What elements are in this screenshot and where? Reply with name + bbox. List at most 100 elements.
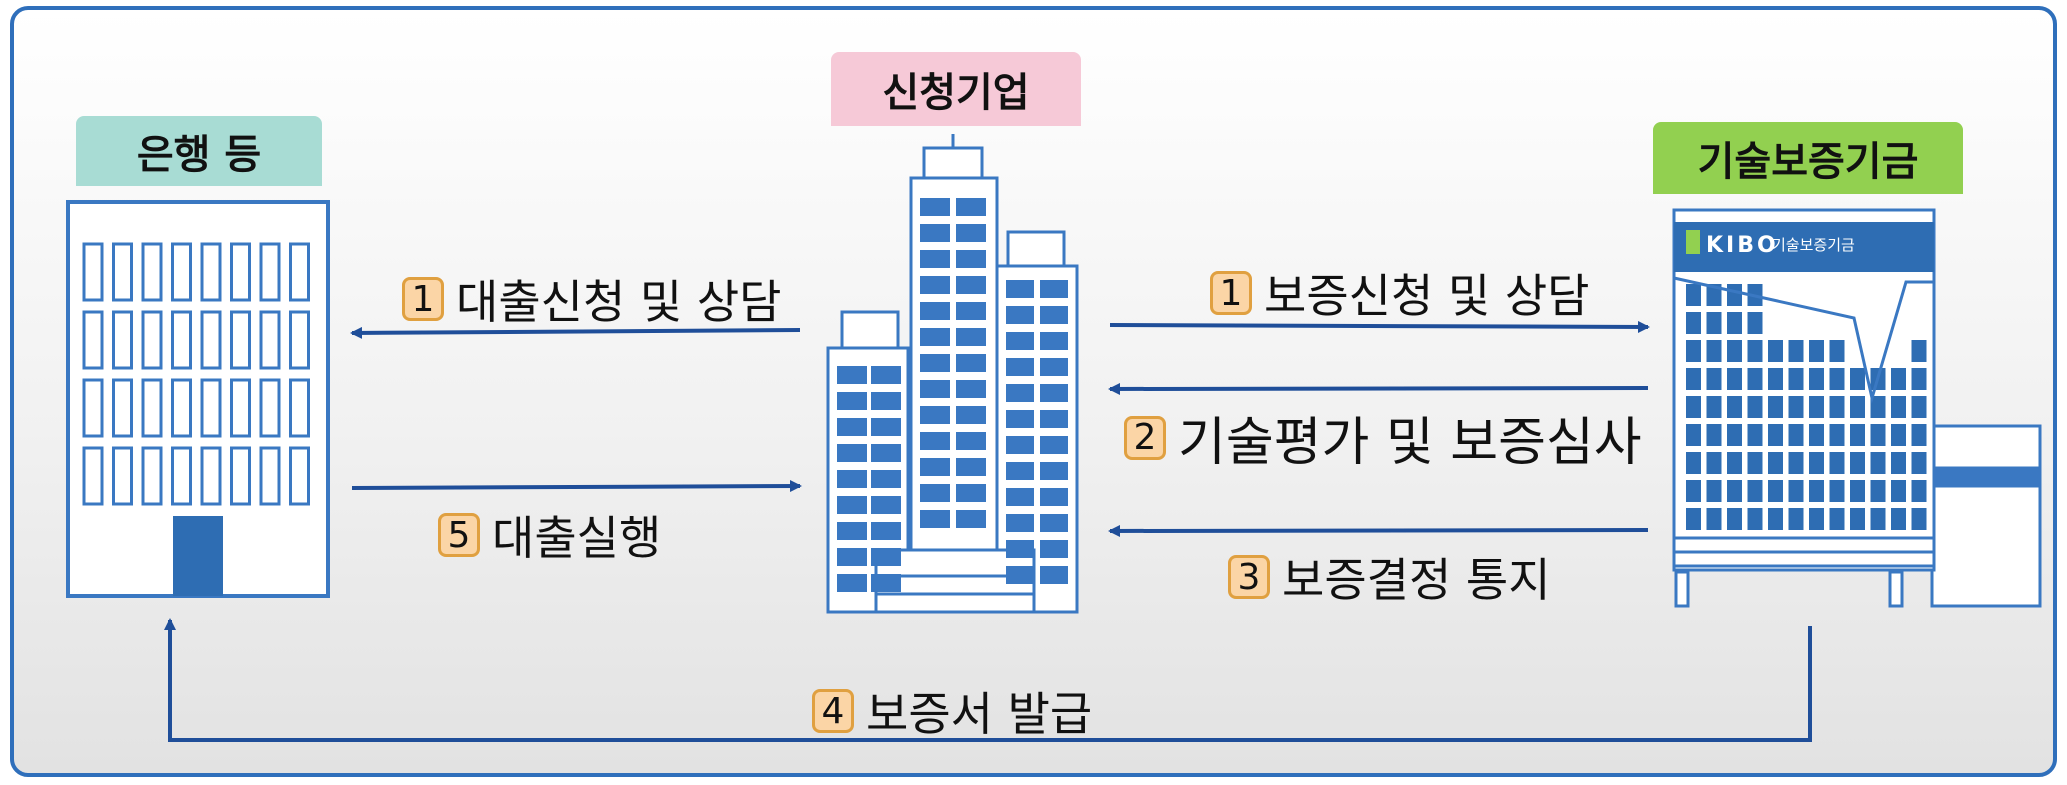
kibo-window [1891, 452, 1906, 474]
company-window [1006, 436, 1034, 454]
step-label-guarantee-application: 1 보증신청 및 상담 [1210, 260, 1589, 326]
company-window [871, 444, 901, 462]
kibo-window [1706, 452, 1722, 474]
step-label-tech-evaluation: 2 기술평가 및 보증심사 [1124, 400, 1642, 475]
kibo-window [1809, 508, 1824, 530]
bank-window [259, 310, 281, 370]
kibo-window [1686, 396, 1701, 418]
bank-window [230, 378, 251, 438]
company-window [1006, 332, 1034, 350]
step-number-box: 5 [438, 513, 480, 557]
kibo-window [1727, 312, 1742, 334]
company-window [1040, 566, 1068, 584]
bank-window [112, 378, 133, 438]
company-window [1006, 462, 1034, 480]
bank-window [141, 310, 163, 370]
kibo-window [1829, 480, 1845, 502]
kibo-window [1747, 312, 1763, 334]
company-window [1006, 384, 1034, 402]
step-label-guarantee-issuance: 4 보증서 발급 [812, 678, 1092, 744]
kibo-window [1747, 424, 1763, 446]
bank-window [259, 242, 281, 302]
bank-window [171, 446, 192, 506]
company-window [956, 328, 986, 346]
kibo-window [1911, 508, 1927, 530]
step-text: 보증서 발급 [866, 687, 1093, 741]
company-window [837, 470, 867, 488]
kibo-window [1891, 396, 1906, 418]
kibo-window [1768, 368, 1783, 390]
company-window [837, 444, 867, 462]
kibo-window [1809, 396, 1824, 418]
bank-window [289, 310, 310, 370]
kibo-window [1788, 368, 1804, 390]
kibo-window [1706, 284, 1722, 306]
kibo-window [1727, 368, 1742, 390]
company-window [920, 198, 950, 216]
bank-window [200, 446, 222, 506]
kibo-window [1911, 480, 1927, 502]
company-window [920, 432, 950, 450]
kibo-window [1911, 340, 1927, 362]
bank-window [82, 446, 104, 506]
kibo-window [1747, 340, 1763, 362]
kibo-window [1891, 508, 1906, 530]
company-window [871, 574, 901, 592]
kibo-window [1870, 480, 1886, 502]
kibo-window [1850, 368, 1865, 390]
company-window [871, 548, 901, 566]
kibo-window [1706, 508, 1722, 530]
kibo-window [1747, 480, 1763, 502]
bank-window [82, 310, 104, 370]
company-window [956, 302, 986, 320]
company-window [837, 574, 867, 592]
step-number-box: 2 [1124, 415, 1166, 460]
kibo-window [1870, 424, 1886, 446]
kibo-window [1768, 396, 1783, 418]
company-window [837, 548, 867, 566]
company-window [956, 380, 986, 398]
company-window [956, 458, 986, 476]
bank-window [141, 242, 163, 302]
bank-window [112, 446, 133, 506]
kibo-window [1809, 480, 1824, 502]
company-window [1040, 514, 1068, 532]
kibo-window [1686, 340, 1701, 362]
kibo-window [1809, 424, 1824, 446]
step-label-loan-execution: 5 대출실행 [438, 502, 661, 568]
kibo-window [1788, 396, 1804, 418]
kibo-window [1686, 480, 1701, 502]
kibo-window [1891, 424, 1906, 446]
company-window [1040, 306, 1068, 324]
bank-window [259, 446, 281, 506]
company-window [920, 458, 950, 476]
kibo-window [1727, 424, 1742, 446]
kibo-window [1706, 368, 1722, 390]
company-window [1040, 358, 1068, 376]
kibo-window [1850, 396, 1865, 418]
company-window [920, 510, 950, 528]
arrow-guarantee-application [1109, 320, 1650, 333]
bank-window [82, 242, 104, 302]
kibo-window [1686, 424, 1701, 446]
bank-window [141, 446, 163, 506]
kibo-logo: KIBO 기술보증기금 [1686, 230, 1855, 258]
company-tag: 신청기업 [831, 52, 1081, 126]
bank-window [200, 310, 222, 370]
kibo-window [1850, 424, 1865, 446]
bank-window [171, 310, 192, 370]
company-window [920, 328, 950, 346]
arrow-guarantee-notice [1108, 524, 1649, 537]
bank-window [230, 310, 251, 370]
step-text: 기술평가 및 보증심사 [1178, 413, 1642, 473]
kibo-window [1747, 396, 1763, 418]
step-text: 대출실행 [492, 511, 662, 565]
company-window [1006, 514, 1034, 532]
bank-window [112, 242, 133, 302]
kibo-window [1706, 424, 1722, 446]
kibo-window [1727, 284, 1742, 306]
arrow-guarantee-issuance [164, 618, 1812, 742]
svg-text:KIBO: KIBO [1706, 233, 1779, 258]
company-window [1006, 566, 1034, 584]
